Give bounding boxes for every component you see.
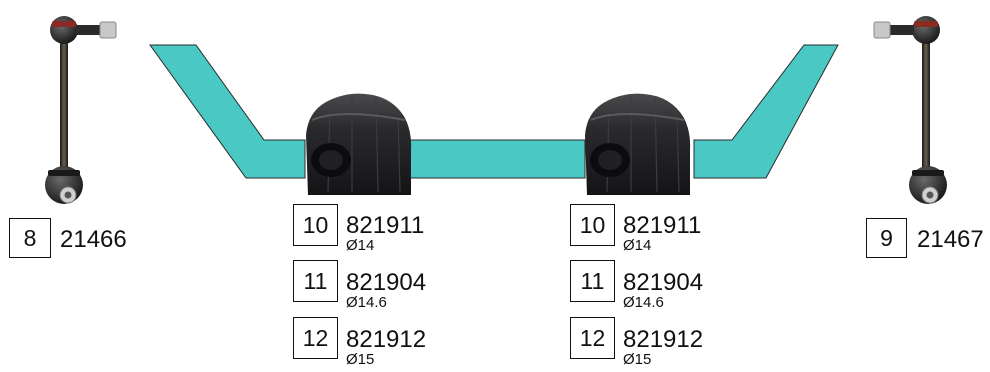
bushing-diameter: Ø14 (346, 237, 375, 254)
stabilizer-link-left (45, 16, 117, 204)
bushing-right (585, 93, 691, 195)
stabilizer-link-right (873, 16, 947, 204)
bushing-code: 821911 (623, 212, 702, 239)
bushing-number-box: 11 (293, 260, 338, 302)
bushing-number-box: 12 (570, 317, 615, 359)
bushing-number-box: 10 (570, 204, 615, 246)
bushing-number-box: 12 (293, 317, 338, 359)
bushing-diameter: Ø14.6 (623, 294, 664, 311)
link-left-code: 21466 (60, 226, 127, 253)
bushing-code: 821904 (623, 269, 704, 296)
link-right-code: 21467 (917, 226, 984, 253)
bushing-diameter: Ø14 (623, 237, 652, 254)
bushing-number-box: 10 (293, 204, 338, 246)
bushing-code: 821912 (623, 326, 704, 353)
bushing-diameter: Ø14.6 (346, 294, 387, 311)
stabilizer-bar (149, 44, 839, 179)
link-right-number-box: 9 (866, 218, 907, 258)
link-left-number-box: 8 (9, 218, 51, 258)
bushing-number-box: 11 (570, 260, 615, 302)
bushing-diameter: Ø15 (346, 351, 375, 368)
bushing-code: 821911 (346, 212, 425, 239)
bushing-left (306, 93, 412, 195)
bushing-diameter: Ø15 (623, 351, 652, 368)
bushing-code: 821904 (346, 269, 427, 296)
bushing-code: 821912 (346, 326, 427, 353)
